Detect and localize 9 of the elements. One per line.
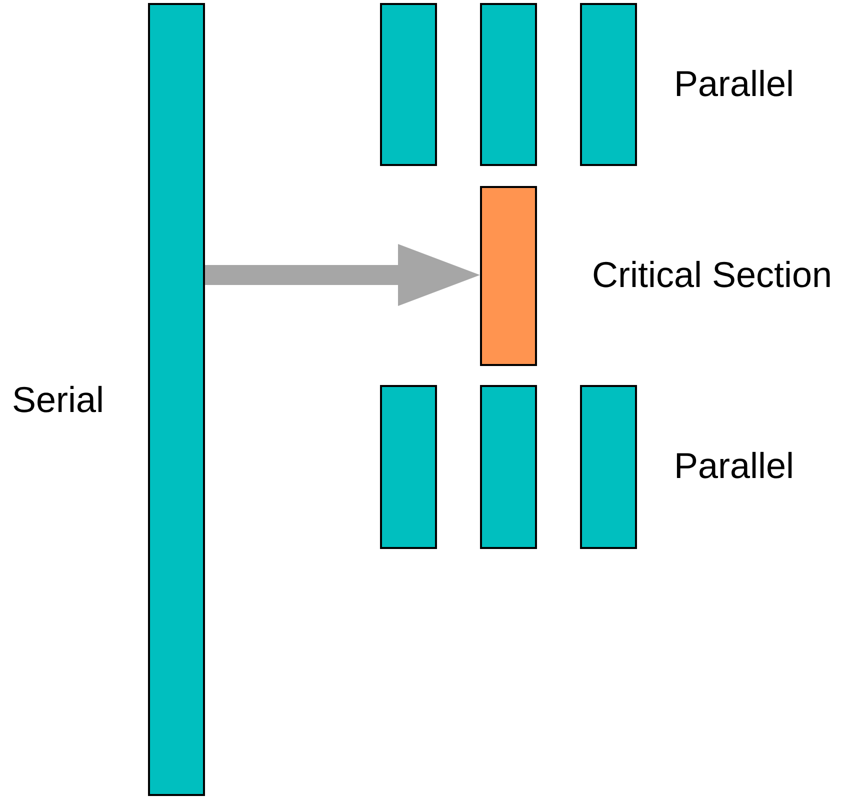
bar xyxy=(380,3,437,166)
bar-label: Parallel xyxy=(674,446,794,486)
bar xyxy=(480,385,537,549)
bar-label: Serial xyxy=(12,380,104,420)
arrow xyxy=(205,244,480,306)
bar xyxy=(480,3,537,166)
bar xyxy=(380,385,437,549)
bar-label: Parallel xyxy=(674,64,794,104)
bar-label: Critical Section xyxy=(592,255,832,295)
